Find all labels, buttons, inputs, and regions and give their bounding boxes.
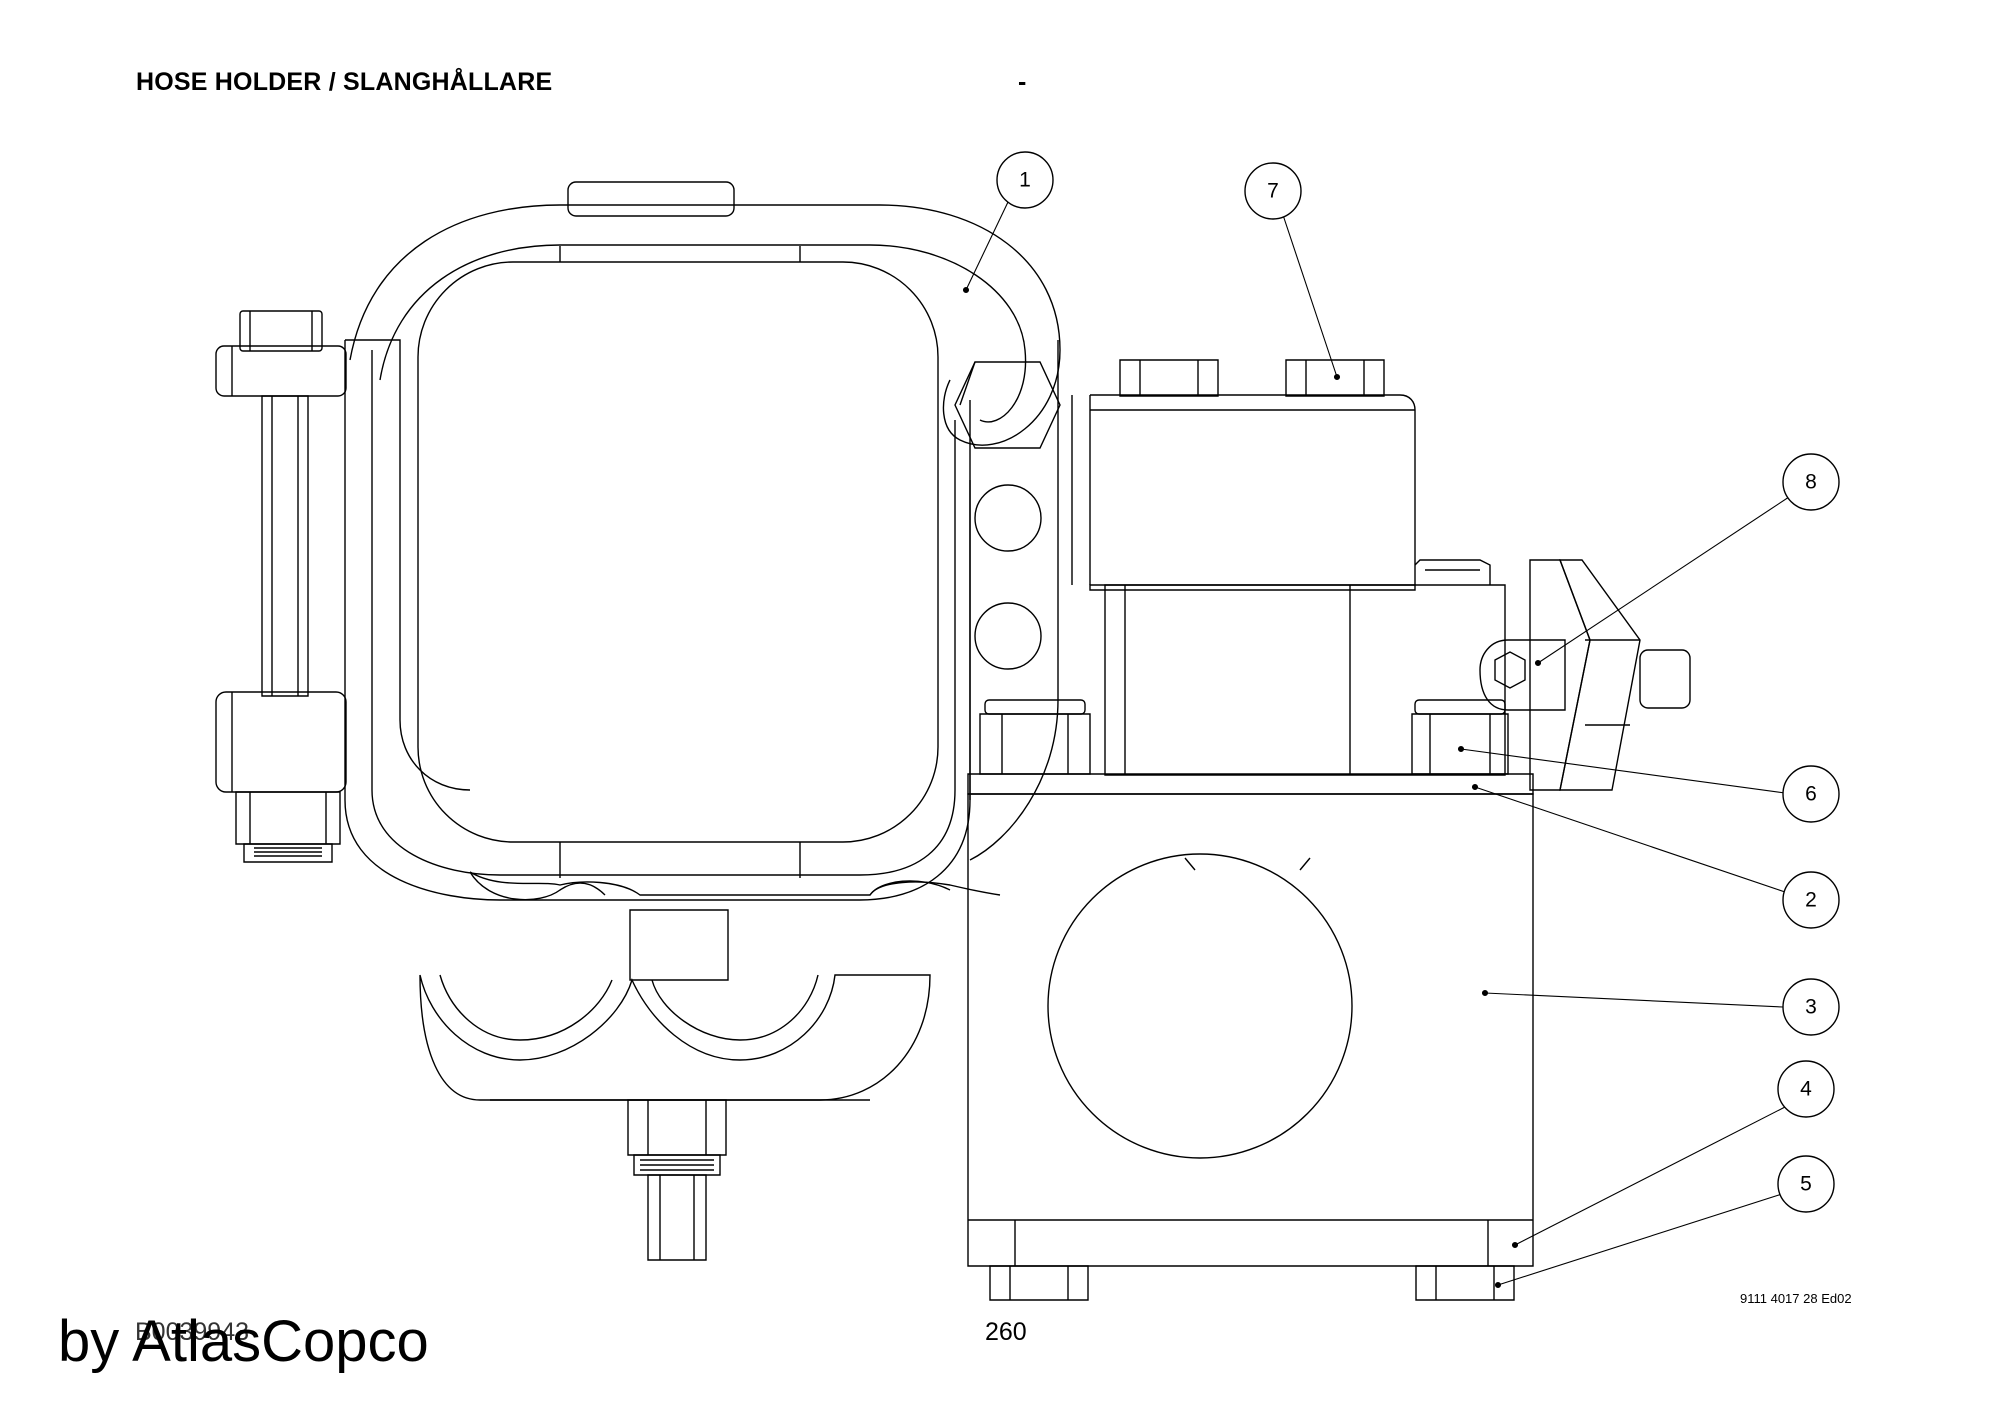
drawing-code: B0039943 bbox=[135, 1318, 250, 1346]
callout-3-label: 3 bbox=[1805, 996, 1817, 1019]
left-bolt bbox=[216, 311, 346, 862]
page-title: HOSE HOLDER / SLANGHÅLLARE bbox=[136, 68, 553, 96]
callout-4: 4 bbox=[1778, 1061, 1834, 1117]
callout-5: 5 bbox=[1778, 1156, 1834, 1212]
callout-leaders bbox=[964, 202, 1793, 1288]
washer-plate bbox=[968, 774, 1533, 794]
upper-block bbox=[1072, 360, 1505, 775]
clamp-block bbox=[968, 794, 1533, 1266]
brand-watermark: by AtlasCopco bbox=[58, 1309, 429, 1374]
callout-8-label: 8 bbox=[1805, 471, 1817, 494]
callout-6-label: 6 bbox=[1805, 783, 1817, 806]
callout-3: 3 bbox=[1783, 979, 1839, 1035]
callout-6: 6 bbox=[1783, 766, 1839, 822]
callout-8: 8 bbox=[1783, 454, 1839, 510]
page-number: 260 bbox=[985, 1318, 1027, 1346]
callout-2-label: 2 bbox=[1805, 889, 1817, 912]
lower-jaw bbox=[420, 910, 930, 1260]
callout-2: 2 bbox=[1783, 872, 1839, 928]
document-number: 9111 4017 28 Ed02 bbox=[1740, 1291, 1852, 1306]
callout-7-label: 7 bbox=[1267, 180, 1279, 203]
callout-7: 7 bbox=[1245, 163, 1301, 219]
hex-bolt-right bbox=[1480, 560, 1690, 790]
callout-1-label: 1 bbox=[1019, 169, 1031, 192]
callout-1: 1 bbox=[997, 152, 1053, 208]
nuts bbox=[980, 700, 1508, 774]
header-dash: - bbox=[1018, 68, 1027, 96]
callout-4-label: 4 bbox=[1800, 1078, 1812, 1101]
clamp-body bbox=[345, 182, 1060, 900]
bottom-bolts bbox=[990, 1266, 1514, 1300]
callout-5-label: 5 bbox=[1800, 1173, 1812, 1196]
